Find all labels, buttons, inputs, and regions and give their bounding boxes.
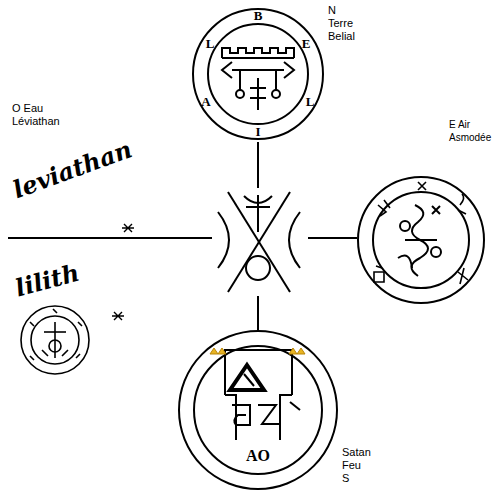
asmodee-seal: E Air Asmodée — [357, 176, 485, 304]
seal-letter: L — [306, 95, 315, 109]
center-symbol — [218, 192, 300, 292]
south-line — [257, 296, 259, 330]
belial-seal: BELIALN Terre Belial — [192, 8, 324, 140]
west-line — [8, 237, 212, 239]
asmodee-sigil — [373, 182, 469, 288]
seal-letter: L — [206, 37, 215, 51]
direction-heading: N Terre Belial — [328, 4, 355, 43]
north-line — [257, 142, 259, 188]
satan-sigil — [194, 346, 322, 474]
seal-letter: I — [255, 125, 260, 139]
seal-letter: B — [254, 9, 263, 23]
seal-letter: AO — [246, 449, 270, 463]
seal-letter: E — [302, 37, 311, 51]
direction-heading: E Air Asmodée — [449, 118, 491, 144]
direction-heading: O Eau Léviathan — [12, 102, 60, 128]
script-word: lilith — [13, 260, 83, 302]
script-word: leviathan — [10, 136, 136, 203]
satan-gold-marks — [210, 348, 305, 354]
direction-heading: Satan Feu S — [342, 446, 371, 485]
east-line — [308, 237, 357, 239]
star-marks — [112, 224, 134, 320]
seal-letter: A — [201, 95, 210, 109]
belial-sigil — [208, 24, 308, 124]
lilith-sigil — [21, 306, 89, 374]
satan-seal: AOSatan Feu S — [178, 330, 338, 490]
